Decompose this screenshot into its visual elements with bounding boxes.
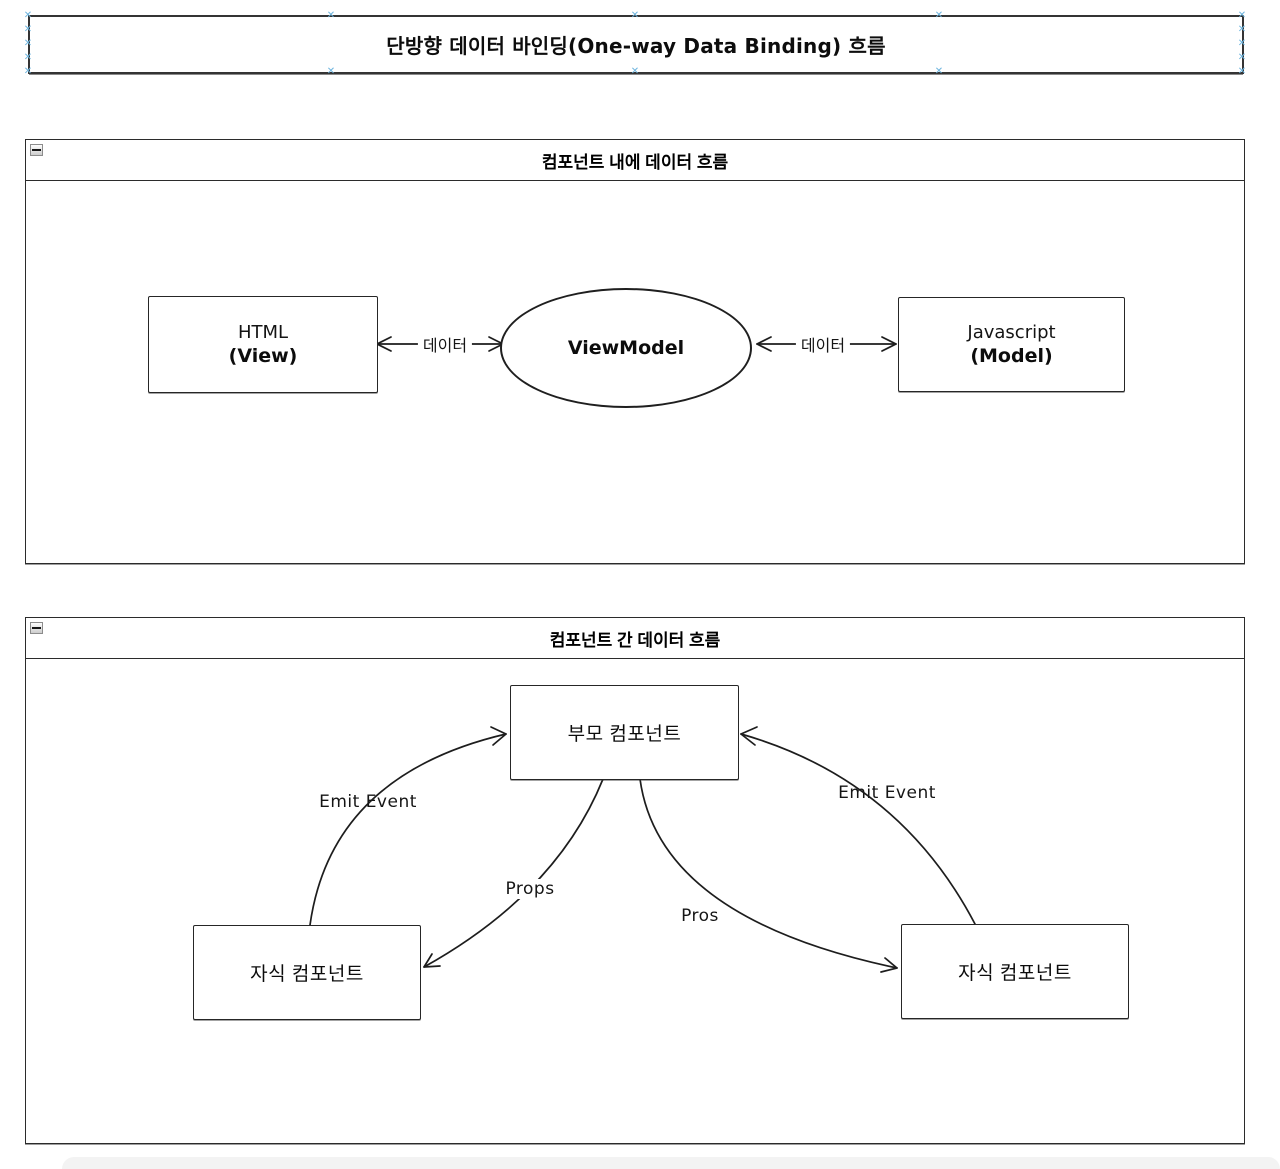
node-html-view[interactable]: HTML (View)	[148, 296, 378, 393]
container-header: 컴포넌트 내에 데이터 흐름	[26, 140, 1244, 181]
edge-label-data-right: 데이터	[795, 332, 851, 356]
selection-handle-icon[interactable]	[1238, 53, 1246, 63]
selection-handle-icon[interactable]	[935, 67, 943, 77]
edge-label-emit-event-left: Emit Event	[319, 792, 417, 812]
edge-label-pros: Pros	[676, 906, 724, 926]
selection-handle-icon[interactable]	[631, 67, 639, 77]
selection-handle-icon[interactable]	[1238, 11, 1246, 21]
node-child-component-left[interactable]: 자식 컴포넌트	[193, 925, 421, 1020]
selection-handle-icon[interactable]	[631, 11, 639, 21]
node-sublabel: (View)	[228, 345, 298, 367]
section-title: 컴포넌트 내에 데이터 흐름	[541, 152, 729, 172]
selection-handle-icon[interactable]	[24, 39, 32, 49]
node-sublabel: (Model)	[970, 345, 1053, 367]
node-label: HTML	[237, 322, 289, 343]
node-viewmodel[interactable]: ViewModel	[500, 288, 752, 408]
edge-label-props: Props	[500, 879, 560, 899]
node-label: 자식 컴포넌트	[250, 964, 364, 985]
clipped-shape-bottom	[62, 1157, 1280, 1169]
selection-handle-icon[interactable]	[24, 53, 32, 63]
node-label: 부모 컴포넌트	[567, 724, 682, 745]
node-label: ViewModel	[567, 337, 685, 359]
selection-handle-icon[interactable]	[24, 11, 32, 21]
edge-label-emit-event-right: Emit Event	[838, 783, 936, 803]
node-child-component-right[interactable]: 자식 컴포넌트	[901, 924, 1129, 1019]
collapse-icon[interactable]	[30, 144, 43, 156]
node-javascript-model[interactable]: Javascript (Model)	[898, 297, 1125, 392]
selection-handle-icon[interactable]	[1238, 25, 1246, 35]
collapse-icon[interactable]	[30, 622, 43, 634]
edge-label-data-left: 데이터	[417, 332, 473, 356]
selection-handle-icon[interactable]	[1238, 67, 1246, 77]
diagram-title-box[interactable]: 단방향 데이터 바인딩(One-way Data Binding) 흐름	[28, 15, 1244, 74]
container-header: 컴포넌트 간 데이터 흐름	[26, 618, 1244, 659]
diagram-title: 단방향 데이터 바인딩(One-way Data Binding) 흐름	[386, 34, 886, 58]
node-label: 자식 컴포넌트	[958, 963, 1072, 984]
node-parent-component[interactable]: 부모 컴포넌트	[510, 685, 739, 780]
selection-handle-icon[interactable]	[24, 25, 32, 35]
selection-handle-icon[interactable]	[327, 11, 335, 21]
selection-handle-icon[interactable]	[24, 67, 32, 77]
selection-handle-icon[interactable]	[327, 67, 335, 77]
node-label: Javascript	[967, 322, 1056, 343]
selection-handle-icon[interactable]	[935, 11, 943, 21]
section-title: 컴포넌트 간 데이터 흐름	[549, 630, 721, 650]
selection-handle-icon[interactable]	[1238, 39, 1246, 49]
